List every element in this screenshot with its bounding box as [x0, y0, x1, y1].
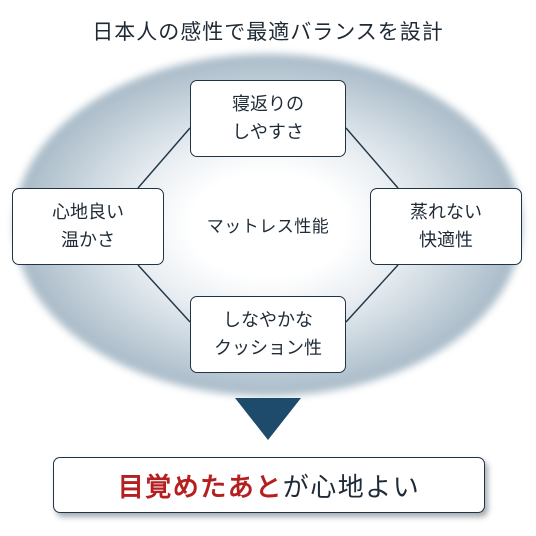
- result-box: 目覚めたあとが心地よい: [53, 457, 485, 513]
- node-left: 心地良い 温かさ: [12, 188, 164, 265]
- result-accent: 目覚めたあと: [117, 472, 283, 503]
- page-title: 日本人の感性で最適バランスを設計: [92, 20, 444, 44]
- node-right: 蒸れない 快適性: [370, 188, 522, 265]
- node-bottom-line-2: クッション性: [214, 337, 322, 359]
- connector-bottom-right: [345, 264, 399, 323]
- node-top-line-2: しやすさ: [232, 121, 304, 143]
- down-arrow-icon: [235, 398, 301, 440]
- result-rest: が心地よい: [282, 472, 421, 503]
- node-top: 寝返りの しやすさ: [190, 80, 346, 157]
- node-bottom: しなやかな クッション性: [190, 296, 346, 373]
- node-right-line-1: 蒸れない: [410, 201, 482, 223]
- node-left-line-1: 心地良い: [52, 201, 124, 223]
- center-label: マットレス性能: [206, 217, 330, 237]
- node-top-line-1: 寝返りの: [232, 93, 304, 115]
- connector-top-right: [345, 127, 399, 189]
- node-left-line-2: 温かさ: [61, 229, 115, 251]
- connector-top-left: [137, 127, 191, 189]
- node-bottom-line-1: しなやかな: [223, 309, 313, 331]
- connector-bottom-left: [137, 264, 191, 323]
- node-right-line-2: 快適性: [419, 229, 473, 251]
